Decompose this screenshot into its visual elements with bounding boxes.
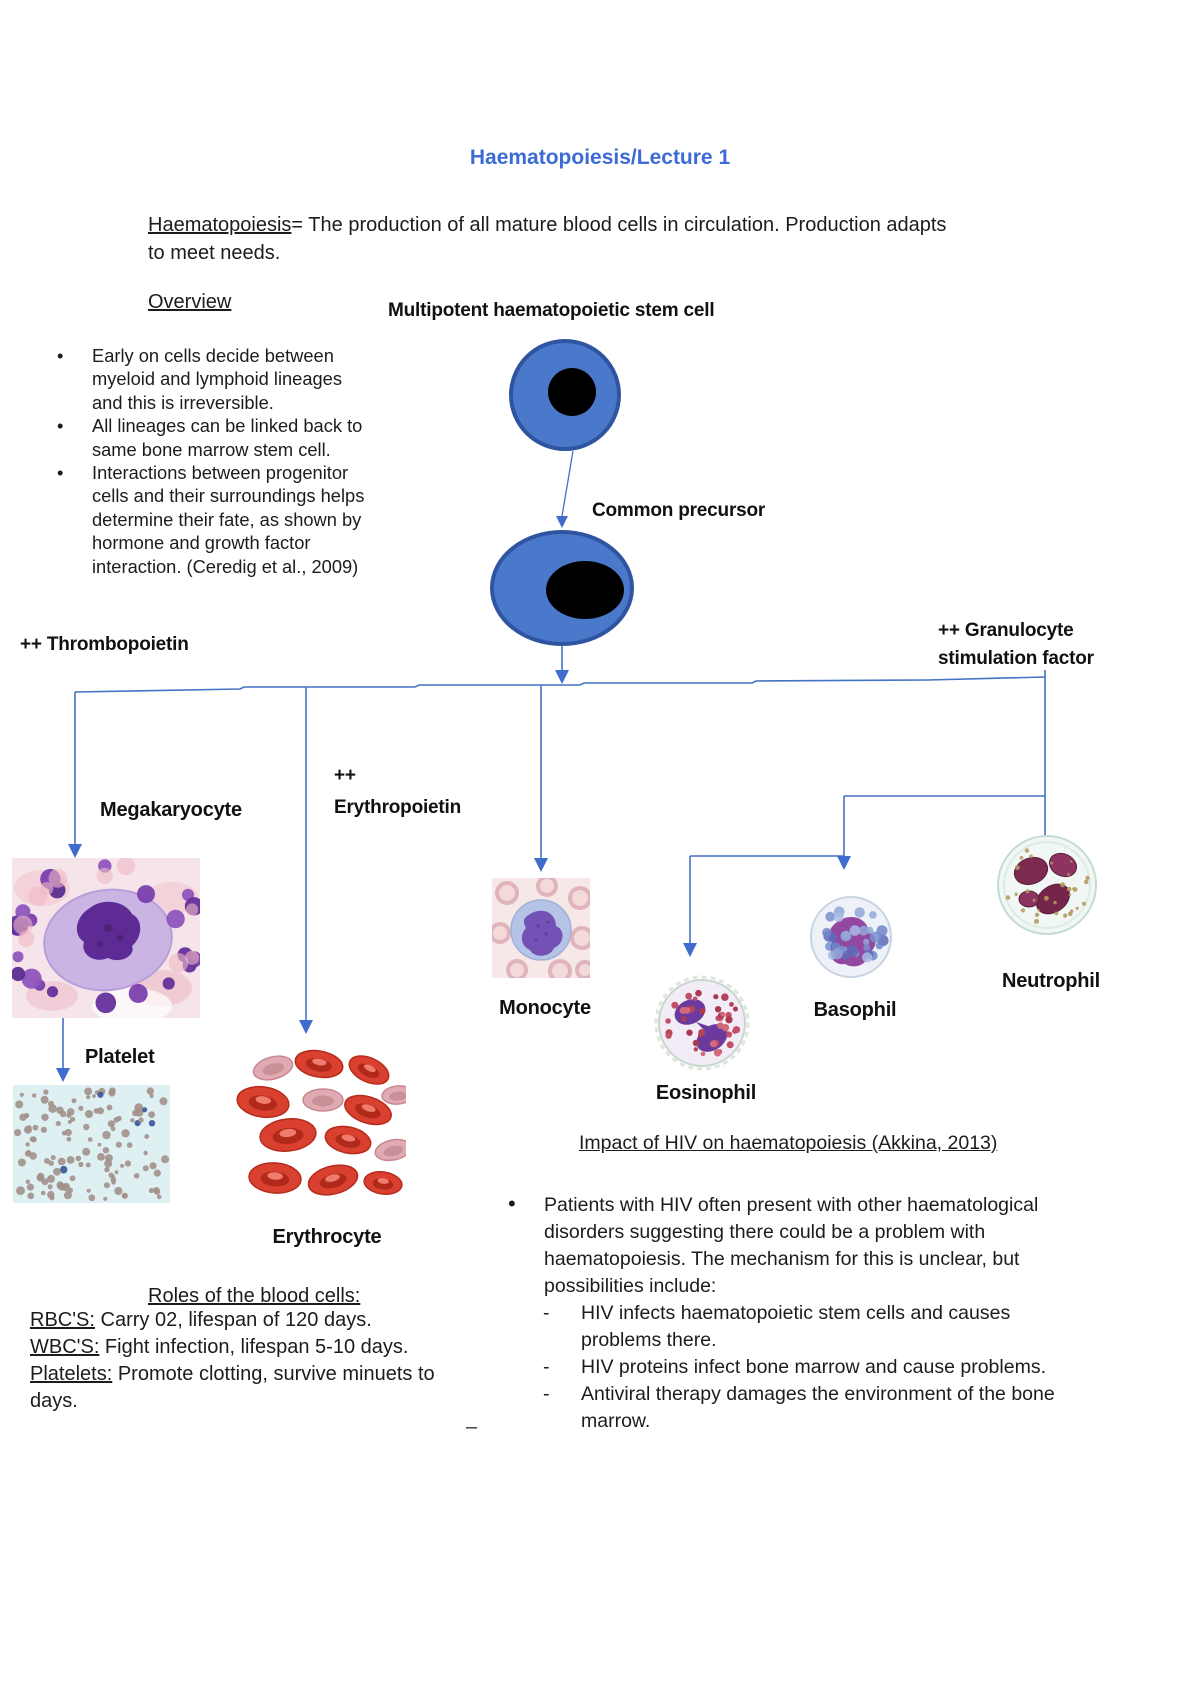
hiv-sub-text: HIV proteins infect bone marrow and caus…	[581, 1356, 1046, 1378]
list-item: RBC'S: Carry 02, lifespan of 120 days.	[30, 1307, 490, 1334]
roles-text: Fight infection, lifespan 5-10 days.	[99, 1336, 409, 1358]
bullet-icon: •	[508, 1191, 516, 1216]
erythrocyte-image	[233, 1040, 406, 1203]
list-item: - HIV proteins infect bone marrow and ca…	[505, 1354, 1080, 1381]
overview-heading: Overview	[148, 291, 232, 313]
arrow-stem-to-precursor	[561, 450, 574, 517]
megakaryocyte-image	[12, 858, 200, 1018]
roles-heading: Roles of the blood cells:	[148, 1285, 361, 1307]
stem-cell-illustration	[509, 339, 621, 451]
arrowhead-megakaryocyte	[68, 844, 82, 858]
arrowhead-erythrocyte	[299, 1020, 313, 1034]
platelet-label: Platelet	[85, 1046, 155, 1068]
roles-list: RBC'S: Carry 02, lifespan of 120 days. W…	[30, 1307, 490, 1415]
list-item: Platelets: Promote clotting, survive min…	[30, 1361, 490, 1415]
erythropoietin-label: ++Erythropoietin	[334, 765, 462, 818]
list-item: - Antiviral therapy damages the environm…	[505, 1381, 1080, 1435]
megakaryocyte-label: Megakaryocyte	[100, 799, 242, 821]
hiv-sub-text: Antiviral therapy damages the environmen…	[581, 1383, 1055, 1432]
monocyte-label: Monocyte	[499, 997, 591, 1019]
roles-term: RBC'S:	[30, 1309, 95, 1331]
common-precursor-nucleus	[546, 561, 624, 619]
thrombopoietin-label: ++ Thrombopoietin	[20, 634, 189, 655]
hiv-sub-text: HIV infects haematopoietic stem cells an…	[581, 1302, 1011, 1351]
dash-icon: -	[543, 1356, 550, 1378]
arrowhead-precursor-bottom	[555, 670, 569, 684]
platelet-image	[13, 1085, 170, 1203]
trailing-dash: –	[466, 1416, 478, 1438]
stem-cell-label: Multipotent haematopoietic stem cell	[388, 300, 715, 321]
main-branch-line	[74, 676, 1046, 693]
intro-term: Haematopoiesis	[148, 214, 292, 236]
dash-icon: -	[543, 1383, 550, 1405]
arrowhead-monocyte	[534, 858, 548, 872]
dash-icon: -	[543, 1302, 550, 1324]
eosinophil-label: Eosinophil	[655, 1082, 757, 1104]
bullet-icon: •	[57, 415, 64, 437]
roles-text: Carry 02, lifespan of 120 days.	[94, 1309, 372, 1331]
basophil-label: Basophil	[813, 999, 897, 1021]
erythrocyte-label: Erythrocyte	[272, 1226, 382, 1248]
list-item: WBC'S: Fight infection, lifespan 5-10 da…	[30, 1334, 490, 1361]
arrowhead-eosinophil	[683, 943, 697, 957]
intro-paragraph: Haematopoiesis= The production of all ma…	[148, 211, 1078, 267]
monocyte-image	[492, 878, 590, 978]
roles-term: Platelets:	[30, 1363, 113, 1385]
basophil-image	[803, 890, 900, 985]
neutrophil-image	[995, 815, 1100, 950]
arrowhead-basophil	[837, 856, 851, 870]
eosinophil-image	[652, 968, 753, 1077]
common-precursor-illustration	[490, 530, 634, 646]
arrowhead-precursor-top	[556, 516, 568, 528]
neutrophil-label: Neutrophil	[1002, 970, 1100, 992]
hiv-heading: Impact of HIV on haematopoiesis (Akkina,…	[579, 1132, 998, 1154]
roles-term: WBC'S:	[30, 1336, 100, 1358]
list-item: - HIV infects haematopoietic stem cells …	[505, 1300, 1080, 1354]
arrowhead-platelet	[56, 1068, 70, 1082]
page-title: Haematopoiesis/Lecture 1	[469, 146, 731, 169]
list-item: • Patients with HIV often present with o…	[505, 1191, 1080, 1300]
bullet-icon: •	[57, 462, 64, 484]
stem-cell-nucleus	[548, 368, 596, 416]
hiv-bullet-text: Patients with HIV often present with oth…	[544, 1194, 1039, 1297]
bullet-icon: •	[57, 345, 64, 366]
common-precursor-label: Common precursor	[592, 500, 766, 521]
hiv-section: • Patients with HIV often present with o…	[505, 1191, 1080, 1435]
intro-text: = The production of all mature blood cel…	[148, 214, 947, 264]
